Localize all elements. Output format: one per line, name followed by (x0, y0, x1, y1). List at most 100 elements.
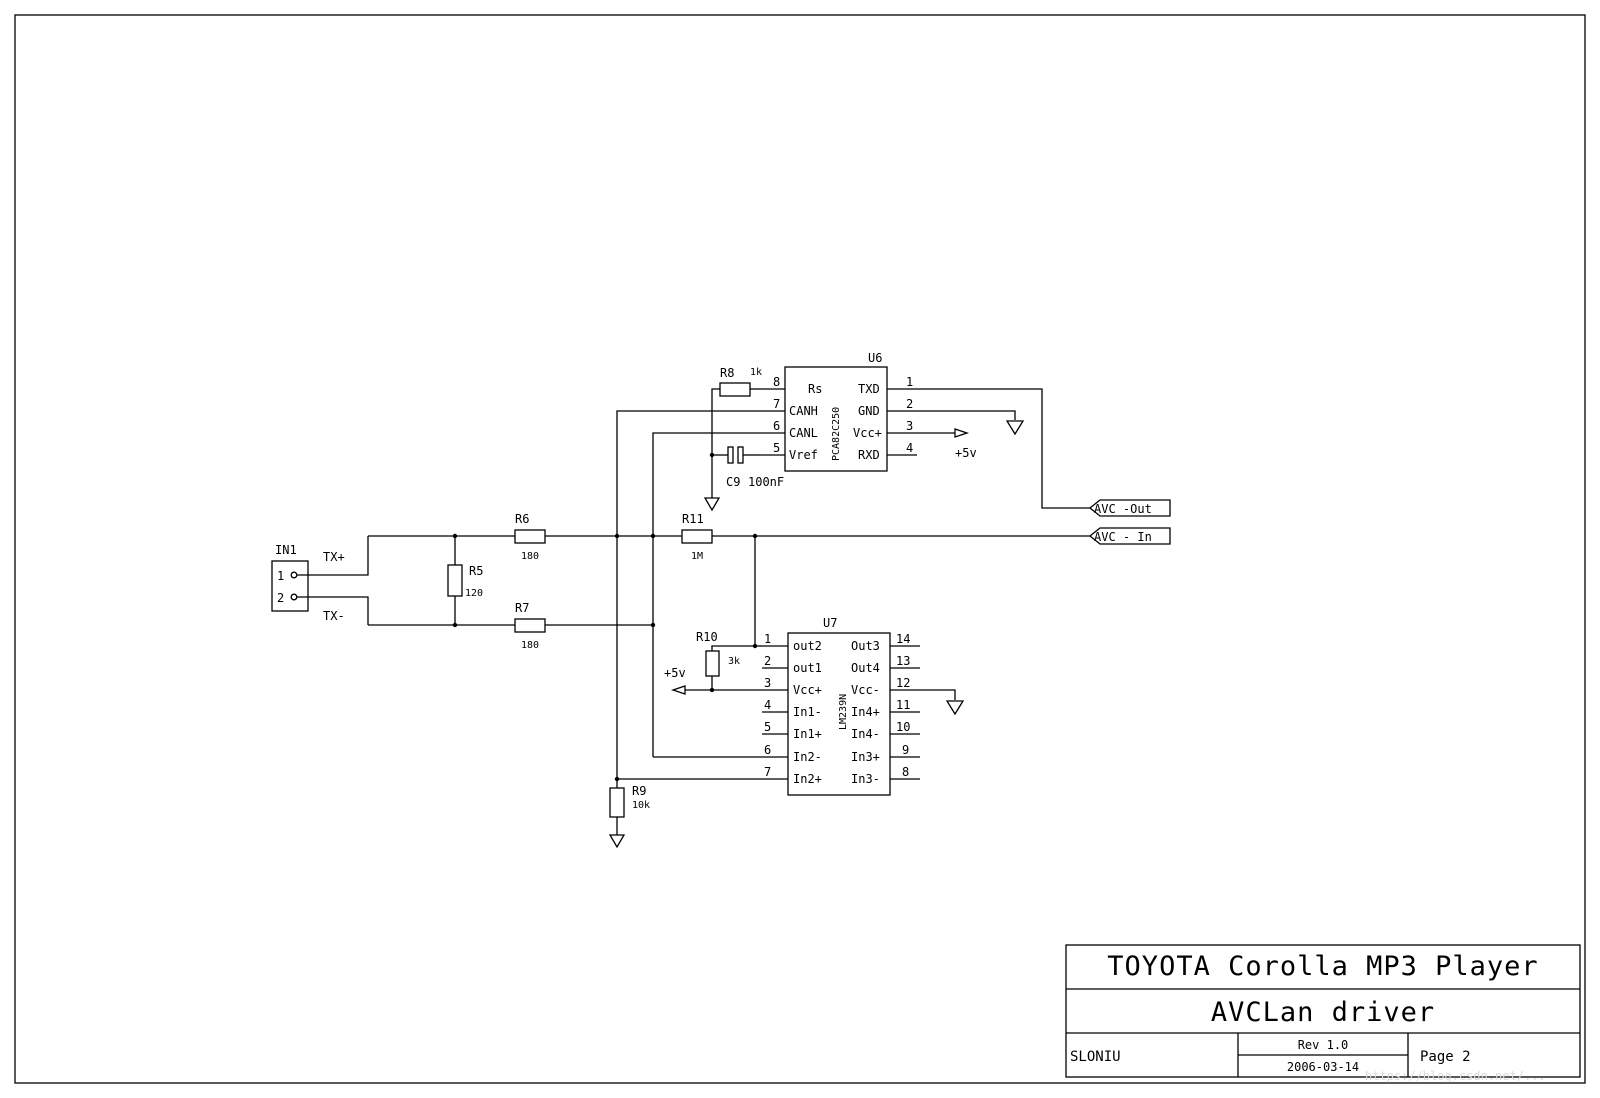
u7-pin9-num: 9 (902, 743, 909, 757)
u7-pin5-name: In1+ (793, 727, 822, 741)
r5-resistor: R5 120 (447, 564, 483, 599)
u7-pin13-num: 13 (896, 654, 910, 668)
u6-pin2-num: 2 (906, 397, 913, 411)
r8-resistor: R8 1k (719, 366, 762, 397)
sheet-border (14, 14, 1586, 1084)
r6-resistor: R6 180 (514, 512, 546, 562)
u7-pin6-name: In2- (793, 750, 822, 764)
u6-ref: U6 (868, 351, 882, 365)
title-block: TOYOTA Corolla MP3 Player AVCLan driver … (1065, 944, 1581, 1078)
u7-pin8-num: 8 (902, 765, 909, 779)
r7-value: 180 (521, 640, 539, 651)
watermark: https://blog.csdn.net/... (1365, 1069, 1546, 1083)
u7-pin8-name: In3- (851, 772, 880, 786)
r11-resistor: R11 1M (681, 512, 713, 562)
r6-value: 180 (521, 551, 539, 562)
u6-pin4-num: 4 (906, 441, 913, 455)
author: SLONIU (1070, 1049, 1121, 1065)
u7-pin2-num: 2 (764, 654, 771, 668)
in1-pin1: 1 (277, 569, 284, 583)
r6-ref: R6 (515, 512, 529, 526)
r5-value: 120 (465, 588, 483, 599)
port-avc-out: AVC -Out (1088, 499, 1171, 517)
r10-value: 3k (728, 656, 740, 667)
u7-pin1-num: 1 (764, 632, 771, 646)
c9-value: 100nF (748, 475, 784, 489)
u7-pin1-name: out2 (793, 639, 822, 653)
junction (452, 533, 458, 539)
vcc-label-u7: +5v (664, 666, 686, 680)
ground-symbol-r8 (703, 497, 721, 512)
r8-body (719, 382, 751, 397)
u6-pin1-num: 1 (906, 375, 913, 389)
wire-canh-bus (616, 410, 759, 779)
u7-pin6-num: 6 (764, 743, 771, 757)
r5-body (447, 564, 463, 597)
r10-ref: R10 (696, 630, 718, 644)
wire-tx-plus (297, 536, 369, 576)
junction (752, 533, 758, 539)
u7-pin14-name: Out3 (851, 639, 880, 653)
ground-symbol-u7 (945, 700, 965, 716)
junction (614, 533, 620, 539)
r9-ref: R9 (632, 784, 646, 798)
u7-pin10-num: 10 (896, 720, 910, 734)
junction (452, 622, 458, 628)
r10-resistor: R10 3k (696, 630, 740, 677)
r6-body (514, 529, 546, 544)
u7-pin11-name: In4+ (851, 705, 880, 719)
u7-pin3-num: 3 (764, 676, 771, 690)
r9-value: 10k (632, 800, 650, 811)
title-block-frame (1065, 944, 1581, 1078)
vcc-label-u6: +5v (955, 446, 977, 460)
junction (650, 533, 656, 539)
u7-comparator: U7 LM239N 1 2 3 4 5 6 7 out2 out1 Vcc+ I… (762, 616, 920, 796)
wire-txd-avc-out (917, 388, 1090, 509)
u7-pin5-num: 5 (764, 720, 771, 734)
u6-pin3-name: Vcc+ (853, 426, 882, 440)
u6-pin8-num: 8 (773, 375, 780, 389)
u7-pin11-num: 11 (896, 698, 910, 712)
r10-body (705, 650, 720, 677)
u7-part: LM239N (838, 694, 849, 730)
revision: Rev 1.0 (1298, 1038, 1349, 1052)
project-title: TOYOTA Corolla MP3 Player (1107, 951, 1538, 982)
u6-pin5-num: 5 (773, 441, 780, 455)
junction (650, 622, 656, 628)
r9-resistor: R9 10k (609, 784, 650, 818)
c9-capacitor: C9 100nF (712, 446, 784, 489)
u7-pin14-num: 14 (896, 632, 910, 646)
u7-pin12-name: Vcc- (851, 683, 880, 697)
u6-pin4-name: RXD (858, 448, 880, 462)
u7-pin13-name: Out4 (851, 661, 880, 675)
port-avc-in: AVC - In (1088, 527, 1171, 545)
r9-body (609, 787, 625, 818)
u7-pin12-num: 12 (896, 676, 910, 690)
r5-ref: R5 (469, 564, 483, 578)
net-tx-plus: TX+ (323, 550, 345, 564)
u7-pin4-name: In1- (793, 705, 822, 719)
r7-ref: R7 (515, 601, 529, 615)
c9-ref: C9 (726, 475, 740, 489)
u6-pin7-num: 7 (773, 397, 780, 411)
wire-rs-gnd (711, 388, 720, 498)
u7-pin9-name: In3+ (851, 750, 880, 764)
u7-pin3-name: Vcc+ (793, 683, 822, 697)
r11-ref: R11 (682, 512, 704, 526)
u7-pin7-name: In2+ (793, 772, 822, 786)
u6-body (784, 366, 888, 472)
u6-pin6-num: 6 (773, 419, 780, 433)
r8-value: 1k (750, 367, 762, 378)
u7-pin10-name: In4- (851, 727, 880, 741)
u6-pin5-name: Vref (789, 448, 818, 462)
in1-body (271, 560, 309, 612)
u6-pin6-name: CANL (789, 426, 818, 440)
net-tx-minus: TX- (323, 609, 345, 623)
port-avc-in-label: AVC - In (1094, 530, 1152, 544)
in1-ref: IN1 (275, 543, 297, 557)
u6-pin7-name: CANH (789, 404, 818, 418)
vcc-arrow-u6 (954, 428, 970, 438)
page-number: Page 2 (1420, 1049, 1471, 1065)
u7-pin2-name: out1 (793, 661, 822, 675)
u6-pin8-name: Rs (808, 382, 822, 396)
